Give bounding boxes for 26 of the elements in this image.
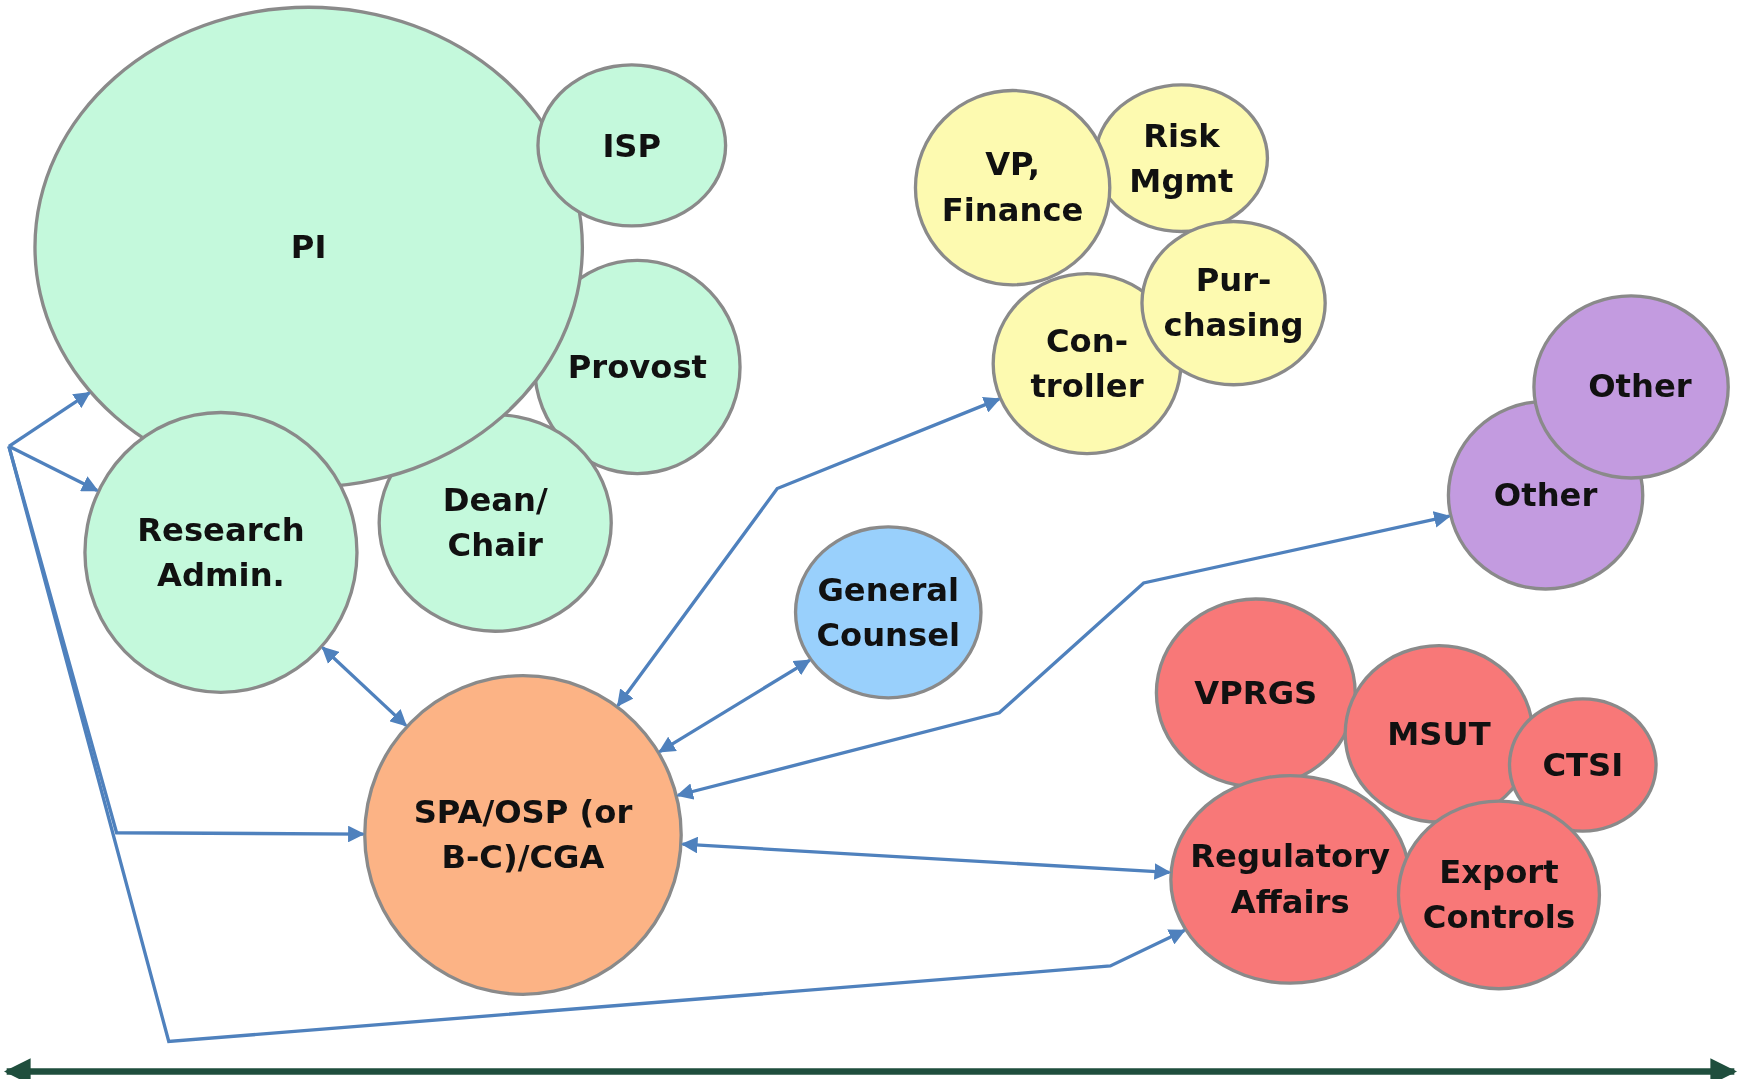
arrow [616, 397, 1001, 707]
arrow [7, 391, 91, 448]
arrow [7, 445, 1186, 1044]
arrow [321, 646, 408, 727]
node-label: PI [290, 226, 327, 268]
arrow [658, 658, 811, 754]
node-label: CTSI [1542, 744, 1624, 786]
node-label: VP, Finance [940, 144, 1085, 231]
node-label: ISP [602, 125, 662, 166]
node-label: Risk Mgmt [1128, 115, 1235, 202]
node-label: VPRGS [1194, 672, 1318, 714]
arrow [676, 511, 1451, 800]
node-label: General Counsel [815, 569, 962, 656]
node-label: Regulatory Affairs [1189, 836, 1392, 923]
node-label: Other [1493, 475, 1598, 516]
arrow [8, 444, 99, 492]
node-label: Dean/ Chair [441, 480, 549, 567]
node-label: Pur- chasing [1162, 260, 1305, 347]
node-label: SPA/OSP (or B-C)/CGA [412, 792, 634, 879]
node-label: Other [1588, 366, 1692, 408]
node-label: Export Controls [1421, 852, 1577, 938]
node-label: Con- troller [1029, 320, 1145, 407]
node-label: MSUT [1387, 713, 1491, 755]
arrow [680, 836, 1172, 880]
node-label: Research Admin. [136, 509, 306, 596]
node-label: Provost [567, 346, 707, 388]
